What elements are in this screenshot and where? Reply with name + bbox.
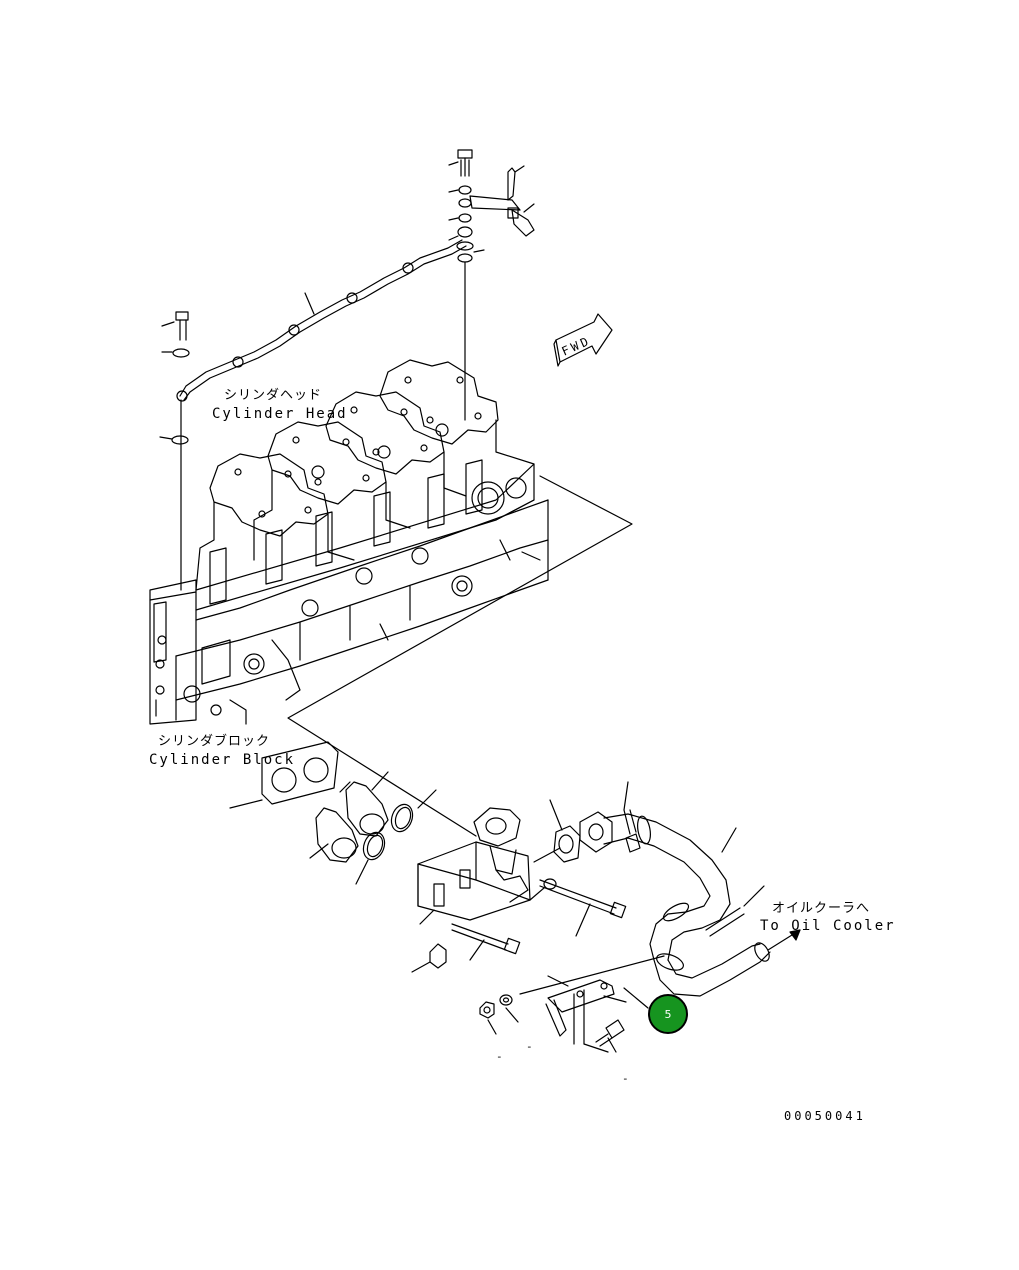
housing-gasket	[549, 799, 581, 863]
explode-frame	[287, 475, 633, 837]
dash-mark: -	[496, 1050, 503, 1063]
long-bolt-1	[539, 879, 627, 937]
top-banjo-bolt-assembly	[448, 149, 485, 421]
cylinder-head-drawing	[195, 359, 535, 611]
sleeve	[411, 943, 447, 973]
callout-number: 5	[664, 1007, 672, 1021]
gasket-plate	[229, 741, 339, 809]
cylinder-head-label-en: Cylinder Head	[212, 406, 348, 422]
oil-feed-pipe	[176, 239, 467, 402]
left-bolt-assembly	[159, 311, 190, 591]
thermostat-1	[339, 771, 389, 837]
pipe-bracket-assembly	[469, 165, 535, 237]
seal-ring-1	[390, 789, 437, 833]
oil-cooler-label-en: To Oil Cooler	[760, 918, 896, 934]
cylinder-block-drawing	[149, 477, 549, 725]
reference-number: 00050041	[784, 1109, 866, 1123]
cylinder-block-label-en: Cylinder Block	[149, 752, 296, 768]
callout-leader	[623, 987, 649, 1009]
housing-nut	[529, 878, 557, 901]
oil-cooler-pipe	[579, 811, 801, 997]
bracket-bolt	[595, 1019, 625, 1053]
cylinder-block-label-jp: シリンダブロック	[158, 734, 271, 749]
dash-mark: -	[622, 1072, 629, 1085]
long-bolt-2	[451, 923, 521, 961]
nut-and-washer	[479, 994, 519, 1035]
thermostat-housing	[417, 807, 531, 925]
fwd-arrow-icon	[553, 313, 613, 367]
oil-cooler-label-jp: オイルクーラへ	[772, 901, 871, 916]
sleeve-leader	[533, 847, 561, 863]
bracket-leaders	[573, 989, 609, 1053]
dash-mark: -	[526, 1040, 533, 1053]
callout-5-badge[interactable]: 5	[648, 994, 688, 1034]
thermostat-2	[309, 807, 359, 863]
seal-ring-2	[355, 831, 386, 885]
pipe-bracket	[519, 955, 665, 1037]
cylinder-head-label-jp: シリンダヘッド	[224, 388, 323, 403]
